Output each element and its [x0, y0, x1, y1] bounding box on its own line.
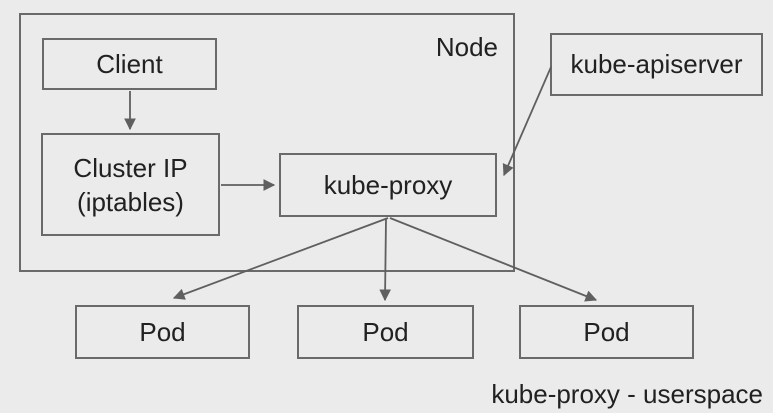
pod-box-middle: Pod [297, 305, 474, 359]
pod-box-left: Pod [75, 305, 250, 359]
pod-label: Pod [139, 316, 186, 347]
kube-apiserver-box: kube-apiserver [550, 33, 763, 96]
pod-box-right: Pod [519, 305, 694, 359]
kube-proxy-label: kube-proxy [323, 169, 453, 200]
cluster-ip-label-line2: (iptables) [77, 186, 184, 217]
node-label: Node [435, 32, 498, 62]
client-label: Client [96, 48, 163, 79]
cluster-ip-label-line1: Cluster IP [73, 152, 188, 183]
client-box: Client [42, 38, 217, 90]
kube-proxy-box: kube-proxy [279, 153, 497, 217]
cluster-ip-box: Cluster IP (iptables) [41, 133, 220, 236]
kube-apiserver-label: kube-apiserver [570, 49, 743, 79]
pod-label: Pod [583, 316, 630, 347]
diagram-caption: kube-proxy - userspace [491, 379, 763, 409]
pod-label: Pod [362, 316, 409, 347]
